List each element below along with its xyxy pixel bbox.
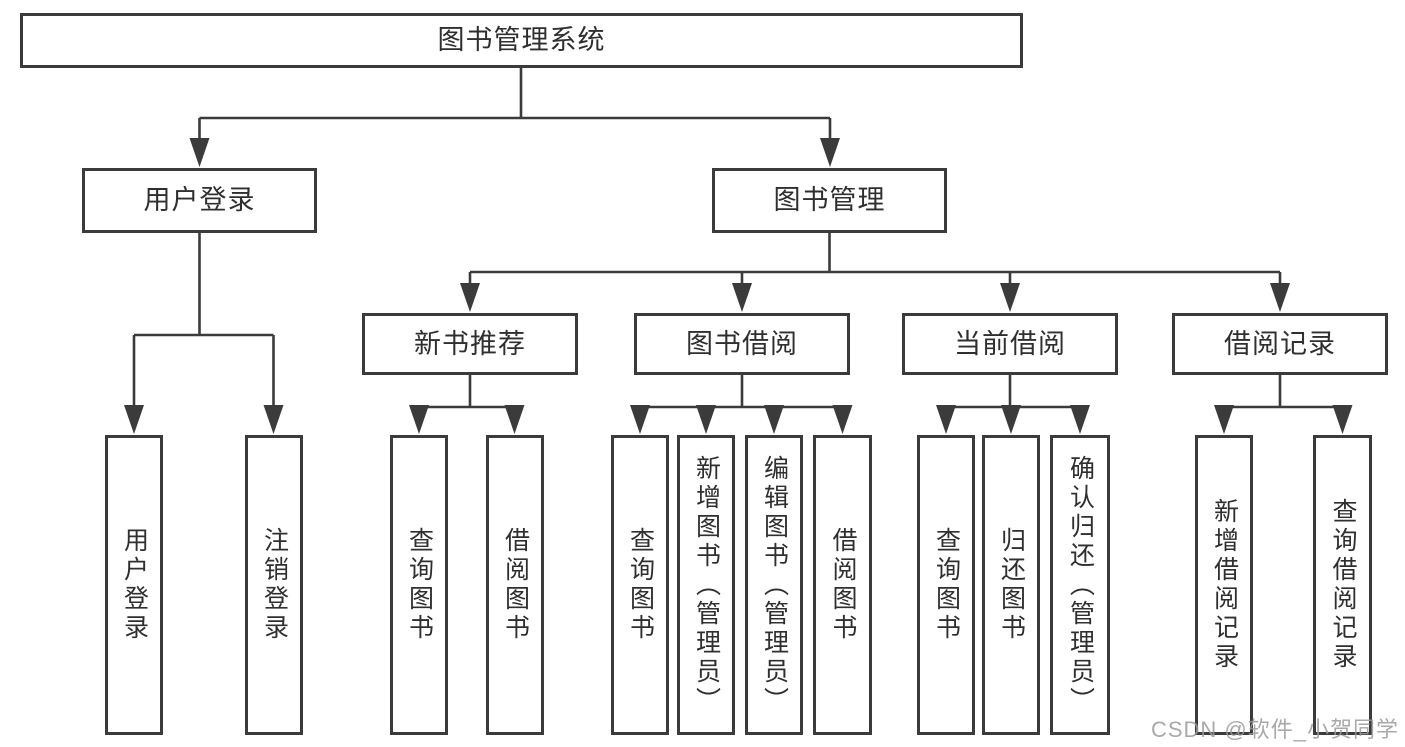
connector-borrow-records [1222, 375, 1344, 412]
connector-root [198, 68, 832, 142]
arrowhead [630, 405, 650, 434]
node-query-book-recommend: 查询图书 [390, 435, 448, 735]
arrowhead [1270, 283, 1290, 312]
arrowhead [460, 283, 480, 312]
node-add-book-admin: 新增图书（管理员） [677, 435, 735, 735]
node-add-borrow-record: 新增借阅记录 [1195, 435, 1253, 735]
node-confirm-return-admin: 确认归还（管理员） [1050, 435, 1110, 735]
arrowhead [1332, 405, 1353, 434]
node-borrow-book-recommend: 借阅图书 [486, 435, 544, 735]
node-query-borrow-record: 查询借阅记录 [1313, 435, 1372, 735]
arrowhead [124, 405, 144, 434]
node-login: 用户登录 [105, 435, 163, 735]
arrowhead [189, 138, 210, 167]
node-return-book: 归还图书 [982, 435, 1040, 735]
node-logout: 注销登录 [245, 435, 303, 735]
arrowhead [764, 405, 784, 434]
node-edit-book-admin: 编辑图书（管理员） [745, 435, 803, 735]
arrowhead [832, 405, 853, 434]
arrowhead [936, 405, 956, 434]
node-user-login-branch: 用户登录 [82, 168, 317, 233]
arrowhead [1001, 405, 1021, 434]
connector-book-borrow [638, 375, 844, 412]
arrowhead [409, 405, 429, 434]
arrowheads [124, 138, 1353, 434]
node-borrow-records: 借阅记录 [1172, 313, 1388, 375]
connector-new-book [417, 375, 516, 412]
node-book-management: 图书管理 [712, 168, 947, 233]
connector-user-login [132, 233, 275, 410]
arrowhead [1070, 405, 1090, 434]
csdn-watermark: CSDN @软件_小贺同学 [1150, 717, 1399, 742]
node-query-book-borrow: 查询图书 [611, 435, 669, 735]
arrowhead [696, 405, 716, 434]
arrowhead [820, 138, 840, 167]
node-query-book-current: 查询图书 [917, 435, 975, 735]
arrowhead [1000, 283, 1020, 312]
arrowhead [504, 405, 525, 434]
node-borrow-book: 借阅图书 [813, 435, 872, 735]
connector-book-management [468, 233, 1282, 287]
node-book-borrow: 图书借阅 [634, 313, 850, 375]
arrowhead [732, 283, 752, 312]
node-current-borrow: 当前借阅 [902, 313, 1118, 375]
arrowhead [263, 405, 284, 434]
node-new-book-recommend: 新书推荐 [362, 313, 578, 375]
node-library-system: 图书管理系统 [20, 13, 1023, 68]
arrowhead [1214, 405, 1234, 434]
